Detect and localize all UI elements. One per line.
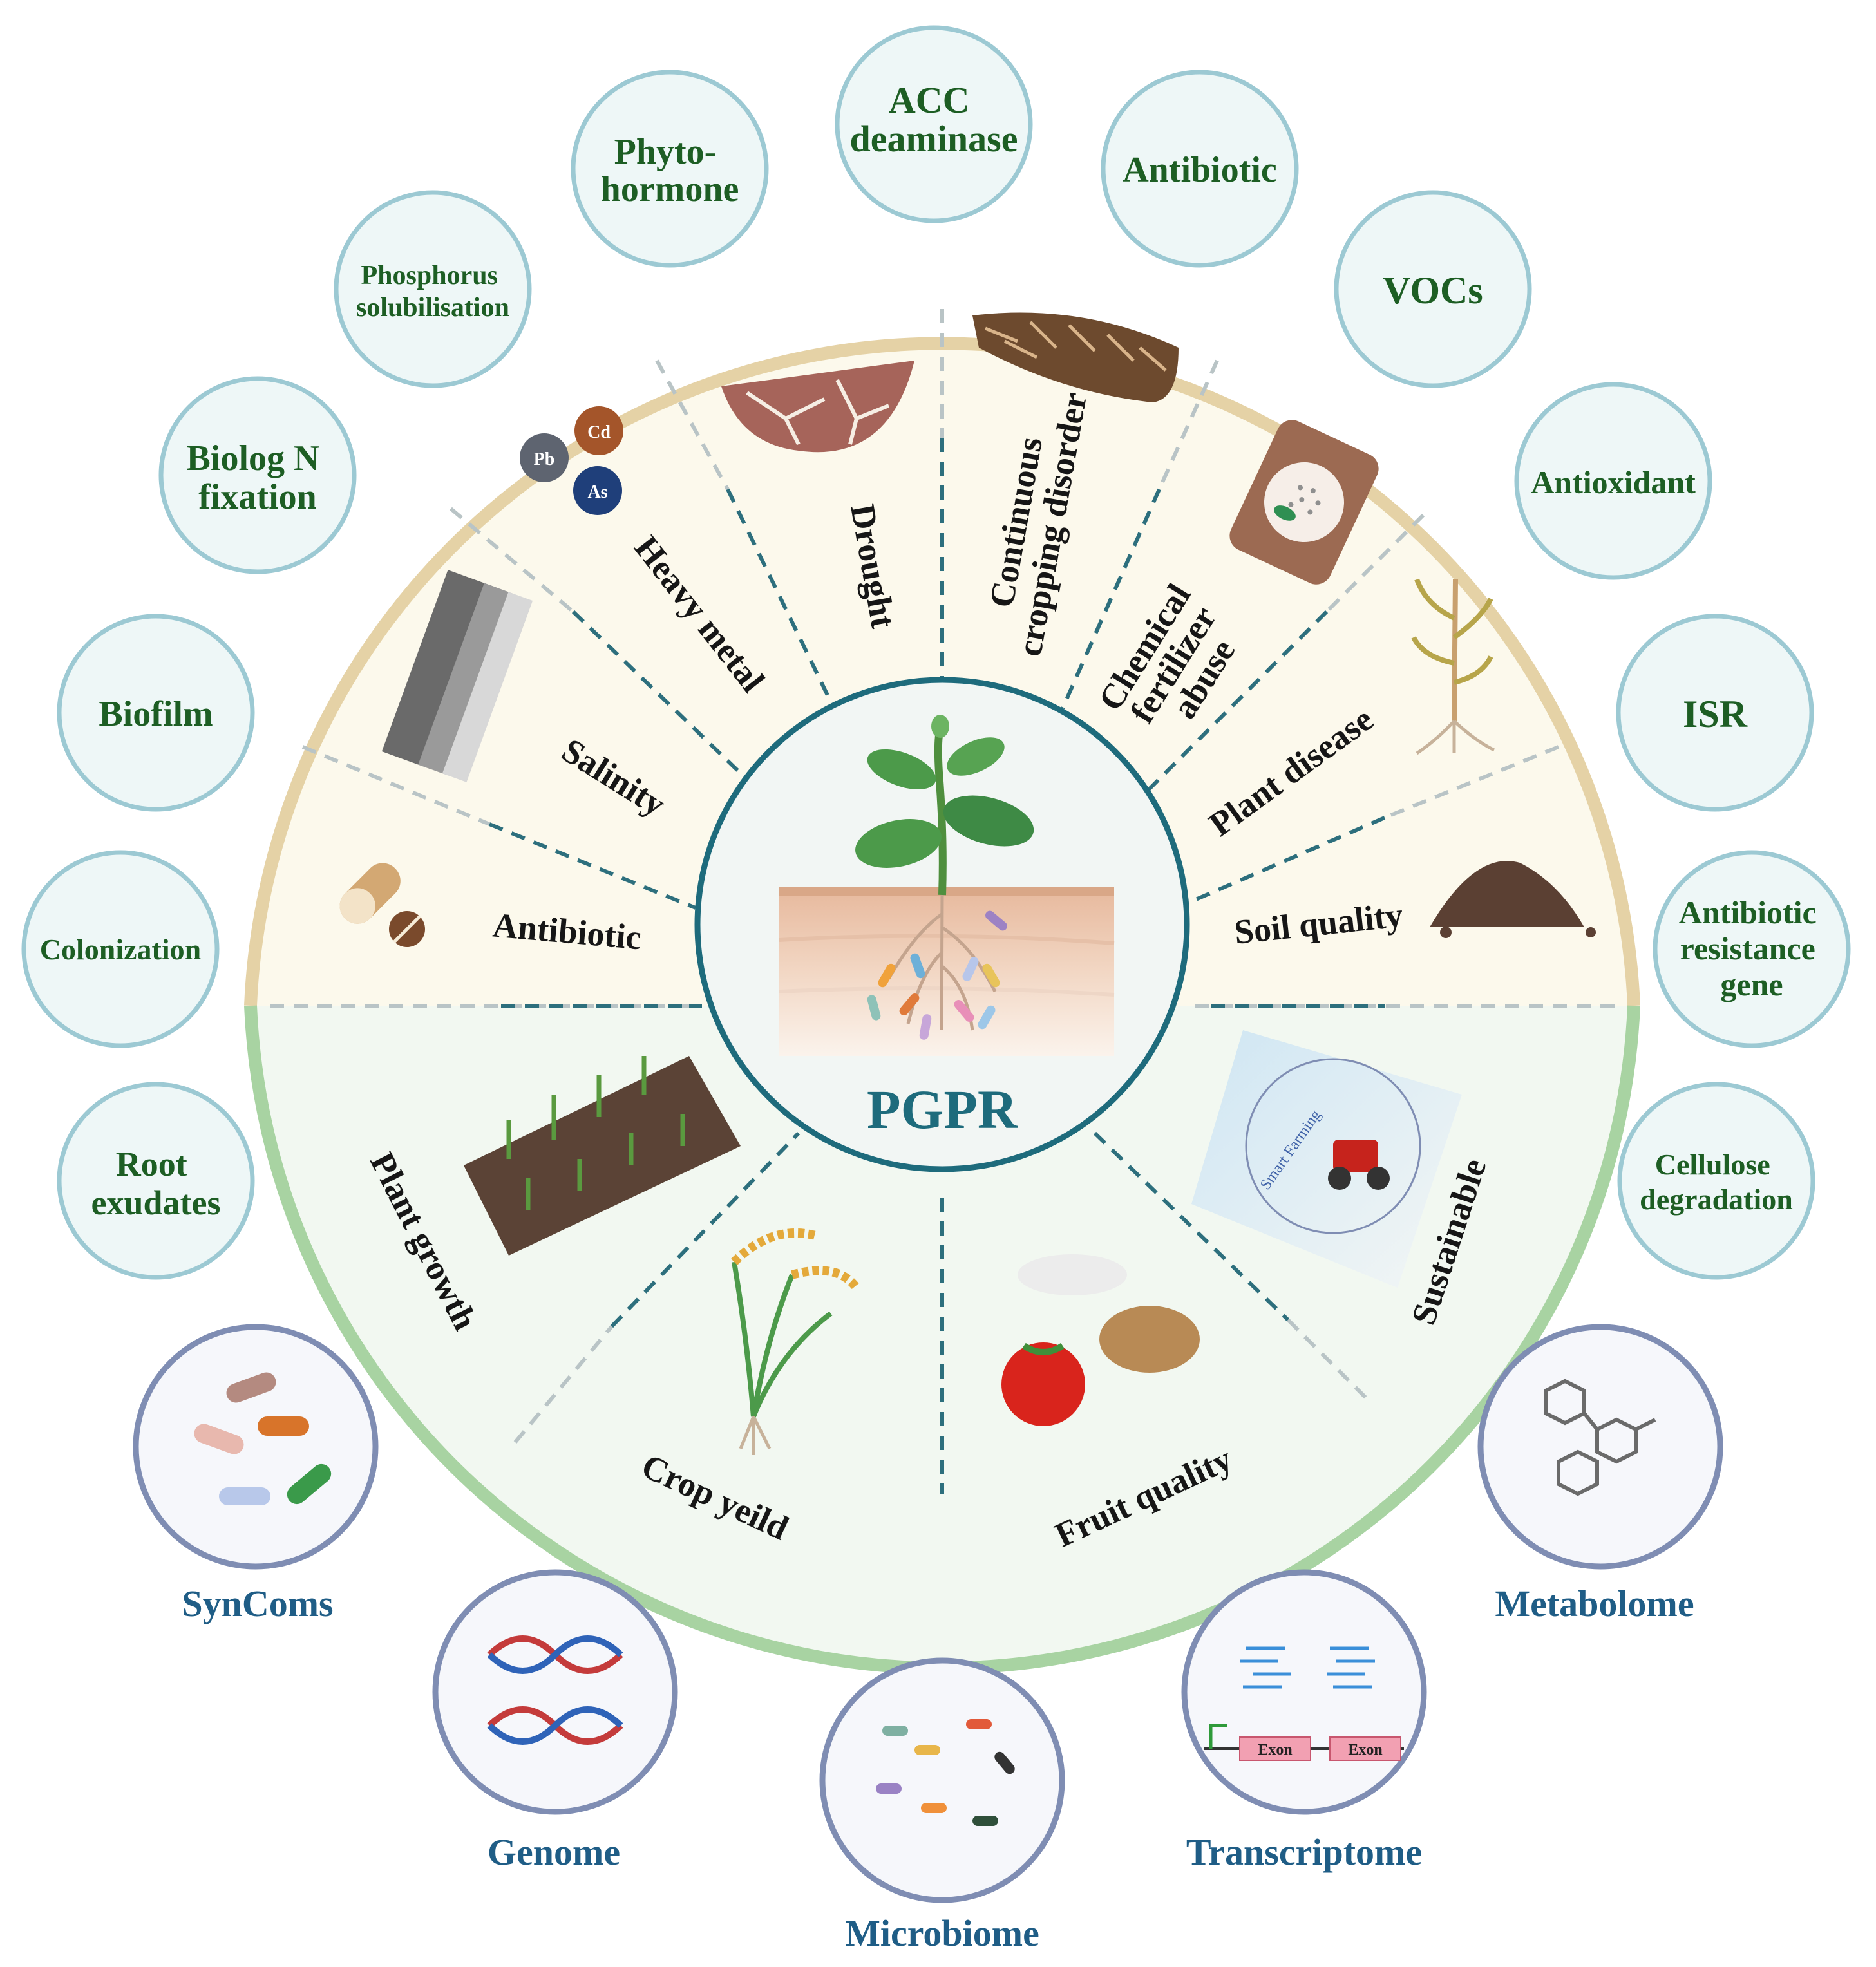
mechanism-biofilm: Biofilm (57, 614, 255, 812)
mech-colonization-text: Colonization (40, 933, 201, 966)
crop-residue-icon (972, 312, 1179, 402)
mechanism-antibiotic: Antibiotic (1101, 70, 1299, 268)
mech-root-line2: exudates (91, 1183, 221, 1222)
molecule-icon (1544, 1379, 1656, 1496)
exon-label-2: Exon (1348, 1742, 1382, 1758)
exon-label-1: Exon (1258, 1742, 1292, 1758)
mechanism-biolog-n-fixation: Biolog N fixation (158, 376, 357, 574)
mech-cellulose-line2: degradation (1640, 1183, 1793, 1216)
center-circle: PGPR (694, 677, 1190, 1172)
metal-cd: Cd (587, 422, 611, 442)
mechanism-antibiotic-resistance-gene: Antibiotic resistance gene (1653, 850, 1851, 1048)
svg-text:Phyto- hormone: Phyto- hormone (601, 132, 739, 209)
metal-pb: Pb (534, 449, 555, 469)
mechanism-cellulose-degradation: Cellulose degradation (1617, 1082, 1815, 1280)
mech-antibiotic-text: Antibiotic (1123, 150, 1277, 190)
metal-as: As (587, 482, 607, 502)
smart-farming-icon: Smart Farming (1191, 1030, 1462, 1288)
mech-arg-line3: gene (1720, 966, 1783, 1002)
mech-cellulose-line1: Cellulose (1655, 1148, 1770, 1181)
mech-phyto-line2: hormone (601, 169, 739, 209)
capsule-pill-icon (339, 863, 425, 947)
omics-label-metabolome: Metabolome (1495, 1583, 1694, 1624)
rice-plant-icon (731, 1228, 860, 1455)
planted-rows-icon (464, 1056, 741, 1256)
mechanism-colonization: Colonization (21, 850, 220, 1048)
mech-antioxidant-text: Antioxidant (1531, 464, 1696, 500)
omics-ring: SynComs Genome Microbiome (133, 1324, 1723, 1954)
omics-label-genome: Genome (488, 1831, 620, 1873)
svg-text:Cellulose degradation: Cellulose degradation (1640, 1148, 1793, 1216)
cracked-soil-icon (721, 361, 914, 453)
salinity-soil-icon (381, 570, 533, 782)
mechanism-vocs: VOCs (1334, 190, 1532, 388)
mech-nfix-line1: Biolog N (187, 438, 320, 478)
mech-isr-text: ISR (1683, 693, 1748, 735)
mech-biofilm-text: Biofilm (99, 694, 213, 734)
center-label: PGPR (867, 1078, 1018, 1140)
mechanism-ring: ACC deaminase Antibiotic VOCs Antioxidan… (21, 25, 1851, 1280)
transcript-icon: Exon Exon (1204, 1646, 1404, 1761)
bacteria-icon (194, 1372, 332, 1505)
mech-phosphorus-line2: solubilisation (356, 293, 509, 323)
svg-text:Biolog N fixation: Biolog N fixation (187, 438, 329, 517)
fertilizer-bag-icon (1229, 420, 1379, 585)
diseased-corn-icon (1411, 578, 1495, 755)
seedling (855, 715, 1034, 896)
omics-label-syncoms: SynComs (182, 1583, 333, 1624)
omics-syncoms: SynComs (133, 1324, 379, 1624)
mech-root-line1: Root (116, 1145, 187, 1183)
mech-phosphorus-line1: Phosphorus (361, 261, 498, 290)
mech-arg-line2: resistance (1680, 930, 1815, 966)
soil-pile-icon (1430, 861, 1596, 938)
mech-vocs-text: VOCs (1383, 269, 1483, 312)
mechanism-phosphorus-solubilisation: Phosphorus solubilisation (334, 190, 532, 388)
sector-dividers (270, 309, 1615, 1494)
bacteria-cluster (867, 910, 1007, 1040)
mech-acc-line1: ACC (889, 79, 970, 121)
omics-genome: Genome (432, 1569, 678, 1873)
omics-transcriptome: Exon Exon Transcriptome (1181, 1569, 1427, 1873)
omics-metabolome: Metabolome (1477, 1324, 1723, 1624)
produce-icon (1001, 1254, 1200, 1426)
dna-icon (487, 1635, 623, 1745)
mechanism-root-exudates: Root exudates (57, 1082, 255, 1280)
omics-label-microbiome: Microbiome (845, 1912, 1039, 1954)
mechanism-isr: ISR (1616, 614, 1814, 812)
microbes-icon (876, 1719, 1015, 1826)
mechanism-phytohormone: Phyto- hormone (571, 70, 769, 268)
omics-microbiome: Microbiome (819, 1657, 1065, 1954)
svg-text:Antibiotic resistance: Antibiotic resistance gene (1679, 894, 1824, 1002)
svg-text:Root exudates: Root exudates (91, 1145, 221, 1222)
omics-label-transcriptome: Transcriptome (1186, 1831, 1422, 1873)
mechanism-antioxidant: Antioxidant (1514, 382, 1712, 580)
mech-phyto-line1: Phyto- (614, 132, 717, 172)
benefit-icons: Smart Farming (464, 1030, 1462, 1455)
mech-nfix-line2: fixation (198, 477, 317, 517)
heavy-metal-icon: Pb Cd As (520, 406, 623, 515)
mech-arg-line1: Antibiotic (1679, 894, 1817, 930)
svg-text:ACC deaminase: ACC deaminase (850, 79, 1018, 160)
mechanism-acc-deaminase: ACC deaminase (835, 25, 1033, 223)
sector-icons: Pb Cd As (339, 312, 1596, 947)
mech-acc-line2: deaminase (850, 118, 1018, 160)
svg-text:Phosphorus solubilisat: Phosphorus solubilisation (356, 261, 509, 323)
